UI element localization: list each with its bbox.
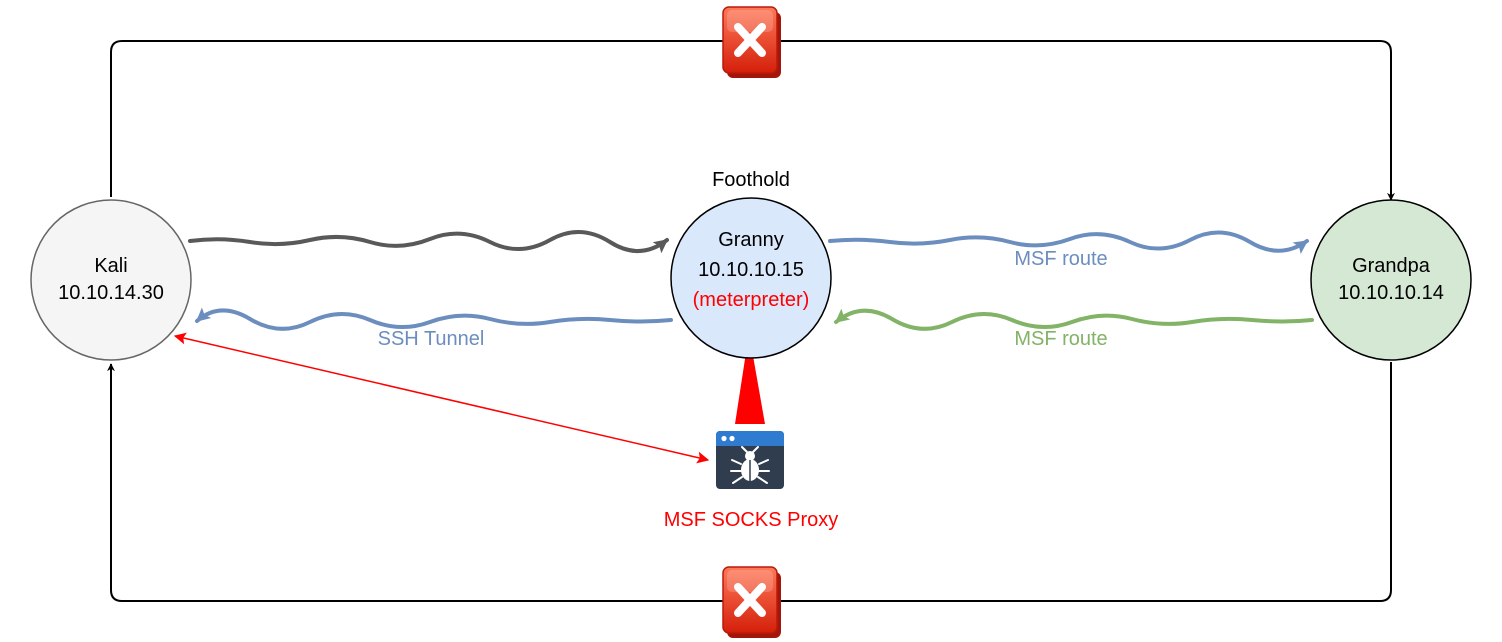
ssh-tunnel-link: [195, 307, 673, 331]
grandpa-name: Grandpa: [1352, 255, 1431, 277]
granny-ip: 10.10.10.15: [698, 259, 804, 281]
proxy-label: MSF SOCKS Proxy: [664, 509, 838, 531]
foothold-caption: Foothold: [712, 169, 790, 191]
grandpa-to-granny-link: [834, 308, 1314, 331]
bug-window-icon: [716, 431, 784, 489]
kali-ip: 10.10.14.30: [58, 282, 164, 304]
grandpa-node[interactable]: Grandpa 10.10.10.14: [1310, 199, 1472, 361]
grandpa-ip: 10.10.10.14: [1338, 282, 1444, 304]
kali-proxy-socks-link: [173, 332, 710, 464]
red-x-blocked-icon: [722, 6, 781, 78]
proxy-attach-triangle: [735, 333, 765, 424]
granny-session: (meterpreter): [693, 289, 810, 311]
granny-to-grandpa-link: [828, 230, 1309, 254]
ssh-tunnel-label: SSH Tunnel: [378, 328, 485, 350]
red-x-blocked-icon: [722, 566, 781, 638]
msf-route-label-return: MSF route: [1014, 328, 1107, 350]
kali-name: Kali: [94, 255, 127, 277]
granny-name: Granny: [718, 229, 784, 251]
msf-route-label-outbound: MSF route: [1014, 248, 1107, 270]
kali-node[interactable]: Kali 10.10.14.30: [30, 199, 192, 361]
granny-node[interactable]: Granny 10.10.10.15 (meterpreter): [670, 197, 832, 359]
kali-to-granny-link: [188, 230, 669, 254]
